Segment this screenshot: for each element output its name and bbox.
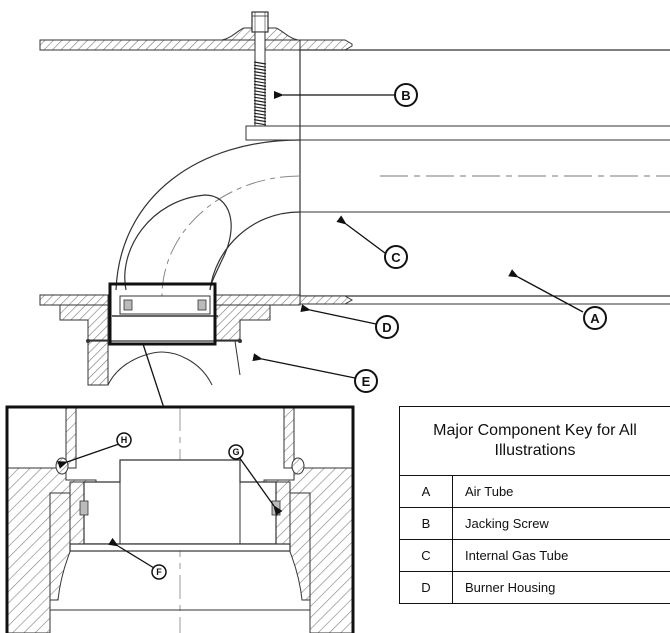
burner-housing: [39, 294, 354, 386]
callout-h: H: [116, 432, 132, 448]
callout-g: G: [228, 444, 244, 460]
key-row: A Air Tube: [399, 475, 670, 508]
air-tube: [299, 49, 670, 305]
jacking-screw: [245, 11, 301, 141]
key-letter: C: [399, 539, 453, 572]
key-title-row: Major Component Key for All Illustration…: [399, 406, 670, 476]
svg-text:E: E: [362, 374, 371, 389]
svg-text:B: B: [401, 88, 410, 103]
detail-highlight-box: [108, 282, 217, 346]
svg-text:G: G: [232, 447, 239, 457]
gas-tube-seal: [112, 295, 218, 317]
top-flange: [39, 27, 353, 51]
callout-a: A: [583, 306, 607, 330]
key-component-name: Burner Housing: [452, 571, 670, 604]
callout-e: E: [354, 369, 378, 393]
svg-text:F: F: [156, 567, 162, 577]
svg-text:D: D: [382, 320, 391, 335]
key-title: Major Component Key for All Illustration…: [399, 406, 670, 476]
key-row: C Internal Gas Tube: [399, 539, 670, 572]
callout-c: C: [384, 245, 408, 269]
svg-text:H: H: [121, 435, 128, 445]
key-component-name: Air Tube: [452, 475, 670, 508]
key-component-name: Jacking Screw: [452, 507, 670, 540]
internal-gas-tube: [115, 139, 301, 301]
key-row: D Burner Housing: [399, 571, 670, 604]
callout-b: B: [394, 83, 418, 107]
key-letter: D: [399, 571, 453, 604]
callout-f: F: [151, 564, 167, 580]
component-key-table: Major Component Key for All Illustration…: [399, 406, 670, 604]
callout-d: D: [375, 315, 399, 339]
leader-arrows: [142, 91, 584, 415]
key-row: B Jacking Screw: [399, 507, 670, 540]
svg-text:A: A: [590, 311, 600, 326]
key-letter: B: [399, 507, 453, 540]
svg-text:C: C: [391, 250, 401, 265]
detail-inset: H G F: [5, 405, 355, 633]
key-component-name: Internal Gas Tube: [452, 539, 670, 572]
key-letter: A: [399, 475, 453, 508]
